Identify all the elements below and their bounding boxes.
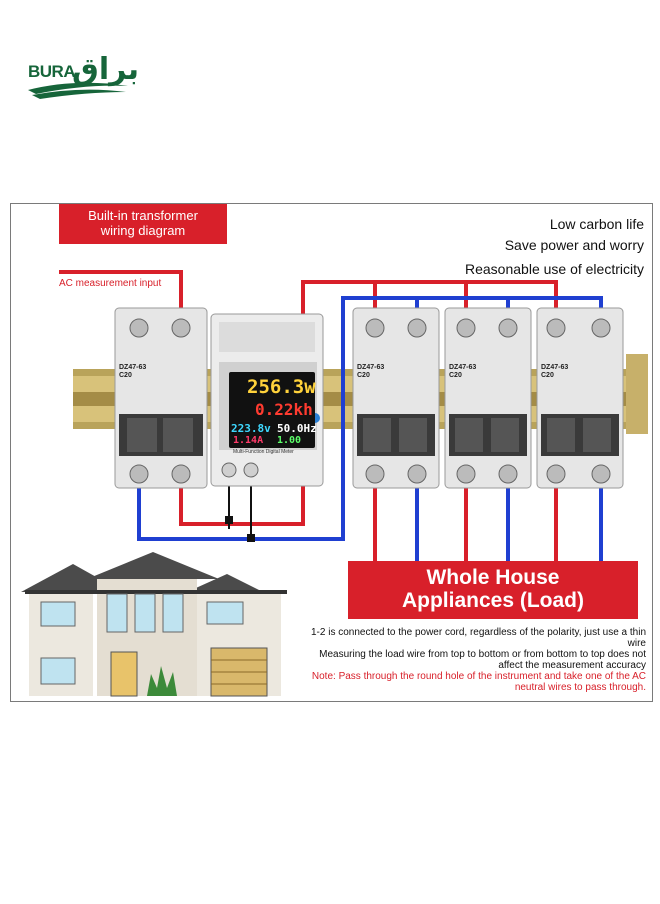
brand-logo: BURA براق: [26, 50, 140, 104]
breaker-rating: C20: [541, 372, 554, 379]
load-line-2: Appliances (Load): [401, 589, 585, 612]
breaker-label-3: DZ47-63 C20: [541, 364, 568, 380]
ac-input-label: AC measurement input: [59, 278, 162, 289]
house-illustration: [21, 552, 287, 697]
breaker-model: DZ47-63: [119, 364, 147, 371]
main-breaker: [114, 307, 208, 489]
branch-breakers: [352, 307, 624, 489]
breaker-model: DZ47-63: [541, 364, 569, 371]
slogan-1: Low carbon life: [549, 216, 644, 232]
load-line-1: Whole House: [426, 566, 560, 589]
note-2: Measuring the load wire from top to bott…: [319, 649, 646, 671]
breaker-model: DZ47-63: [357, 364, 385, 371]
breaker-rating: C20: [449, 372, 462, 379]
logo-latin-text: BURA: [28, 62, 76, 81]
logo-swoosh-icon: [28, 82, 128, 99]
banner-line-1: Built-in transformer: [88, 208, 198, 223]
meter-frequency-readout: 50.0Hz: [277, 422, 317, 435]
wiring-notes: 1-2 is connected to the power cord, rega…: [294, 627, 646, 693]
breaker-rating: C20: [119, 372, 132, 379]
diagram-title-banner: Built-in transformer wiring diagram: [59, 204, 227, 244]
logo-arabic-text: براق: [72, 52, 140, 87]
slogan-2: Save power and worry: [504, 237, 644, 253]
load-label-box: Whole House Appliances (Load): [348, 561, 638, 619]
note-1: 1-2 is connected to the power cord, rega…: [311, 627, 646, 649]
wiring-diagram: Built-in transformer wiring diagram Low …: [10, 203, 653, 702]
meter-energy-readout: 0.22kh: [255, 400, 313, 419]
breaker-label-2: DZ47-63 C20: [449, 364, 476, 380]
neutral-wires: [137, 296, 603, 561]
breaker-model: DZ47-63: [449, 364, 477, 371]
meter-current-readout: 1.14A: [233, 435, 264, 446]
meter-power-readout: 256.3w: [247, 376, 316, 398]
meter-display: 256.3w 0.22kh 223.8v 50.0Hz 1.14A 1.00: [229, 372, 317, 448]
banner-line-2: wiring diagram: [100, 223, 186, 238]
breaker-label-main: DZ47-63 C20: [119, 364, 146, 380]
meter-pf-readout: 1.00: [277, 435, 302, 446]
meter-voltage-readout: 223.8v: [231, 422, 271, 435]
note-3: Note: Pass through the round hole of the…: [311, 671, 646, 693]
breaker-rating: C20: [357, 372, 370, 379]
meter-caption: Multi-Function Digital Meter: [233, 449, 294, 455]
slogan-3: Reasonable use of electricity: [465, 261, 644, 277]
breaker-label-1: DZ47-63 C20: [357, 364, 384, 380]
